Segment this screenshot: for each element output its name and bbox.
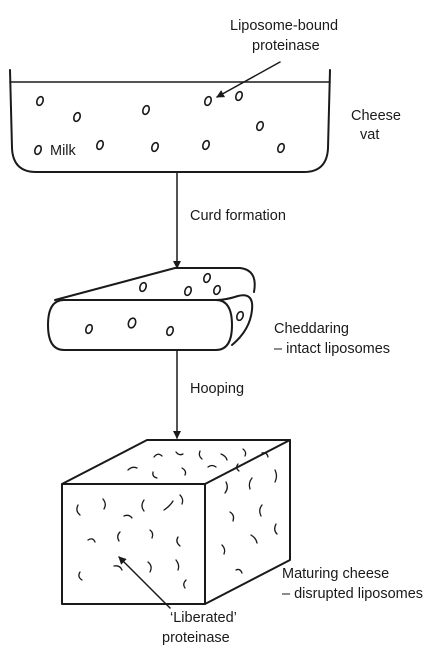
- fragment: [176, 560, 179, 570]
- liposome: [203, 273, 212, 284]
- liposome: [213, 285, 222, 296]
- fragment: [184, 580, 186, 588]
- fragment: [118, 532, 120, 541]
- fragment: [243, 449, 246, 456]
- liberated-pointer-arrow: [119, 557, 170, 608]
- fragment: [79, 572, 82, 580]
- liposome-fragments: [77, 449, 277, 588]
- liposome: [142, 105, 151, 116]
- slab-front-face: [48, 300, 232, 350]
- fragment: [225, 482, 227, 493]
- cheddaring-curd-slab: [48, 268, 255, 350]
- maturing-cheese-block: [62, 440, 290, 604]
- fragment: [275, 524, 277, 534]
- fragment: [236, 569, 242, 573]
- curd-formation-label: Curd formation: [190, 208, 286, 224]
- liposome: [85, 324, 94, 335]
- liposome-bound-line2: proteinase: [252, 38, 320, 54]
- block-front-top-edge: [62, 440, 290, 484]
- liposome-bound-label: Liposome-bound proteinase: [230, 18, 342, 54]
- liposome: [184, 286, 193, 297]
- cheddaring-line2: – intact liposomes: [274, 341, 390, 357]
- slab-top-face: [55, 268, 255, 300]
- liberated-line2: proteinase: [162, 630, 230, 646]
- maturing-line1: Maturing cheese: [282, 566, 389, 582]
- liposome: [34, 145, 43, 156]
- liposome: [73, 112, 82, 123]
- liposome: [235, 91, 244, 102]
- cheese-vat: Milk: [10, 70, 330, 172]
- fragment: [142, 500, 144, 511]
- fragment: [230, 512, 234, 521]
- fragment: [128, 467, 137, 470]
- fragment: [222, 545, 225, 554]
- liposome: [36, 96, 45, 107]
- cheddaring-line1: Cheddaring: [274, 321, 349, 337]
- fragment: [180, 495, 183, 504]
- block-outline: [62, 440, 290, 604]
- liposome: [139, 282, 148, 293]
- fragment: [150, 530, 153, 538]
- fragment: [88, 539, 95, 542]
- fragment: [154, 454, 162, 457]
- cheese-vat-line2: vat: [360, 127, 379, 143]
- fragment: [103, 499, 105, 509]
- fragment: [153, 472, 157, 478]
- liposome: [204, 96, 213, 107]
- cheddaring-label: Cheddaring – intact liposomes: [274, 321, 390, 357]
- liberated-proteinase-label: ‘Liberated’ proteinase: [162, 610, 240, 646]
- fragment: [177, 537, 180, 546]
- fragment: [124, 515, 132, 518]
- fragment: [208, 466, 216, 468]
- fragment: [182, 468, 186, 475]
- fragment: [148, 562, 151, 572]
- fragment: [199, 451, 202, 459]
- liposome: [166, 326, 175, 337]
- liposome: [202, 140, 211, 151]
- liposome: [277, 143, 286, 154]
- liposome: [96, 140, 105, 151]
- liposome: [236, 311, 245, 322]
- fragment: [221, 454, 227, 460]
- maturing-cheese-label: Maturing cheese – disrupted liposomes: [282, 566, 423, 602]
- fragment: [77, 505, 80, 515]
- hooping-label: Hooping: [190, 381, 244, 397]
- fragment: [176, 452, 183, 455]
- fragment: [249, 478, 252, 489]
- cheese-vat-line1: Cheese: [351, 108, 401, 124]
- fragment: [251, 535, 257, 543]
- liberated-line1: ‘Liberated’: [170, 610, 237, 626]
- milk-label: Milk: [50, 143, 77, 159]
- maturing-line2: – disrupted liposomes: [282, 586, 423, 602]
- cheese-vat-label: Cheese vat: [351, 108, 405, 143]
- fragment: [275, 470, 277, 482]
- fragment: [114, 566, 122, 570]
- liposome: [127, 317, 137, 329]
- slab-end-curve: [216, 295, 252, 345]
- liposome-pointer-arrow: [217, 62, 280, 97]
- fragment: [164, 501, 173, 510]
- liposome-bound-line1: Liposome-bound: [230, 18, 338, 34]
- liposome: [256, 121, 265, 132]
- liposome: [151, 142, 160, 153]
- fragment: [260, 505, 262, 516]
